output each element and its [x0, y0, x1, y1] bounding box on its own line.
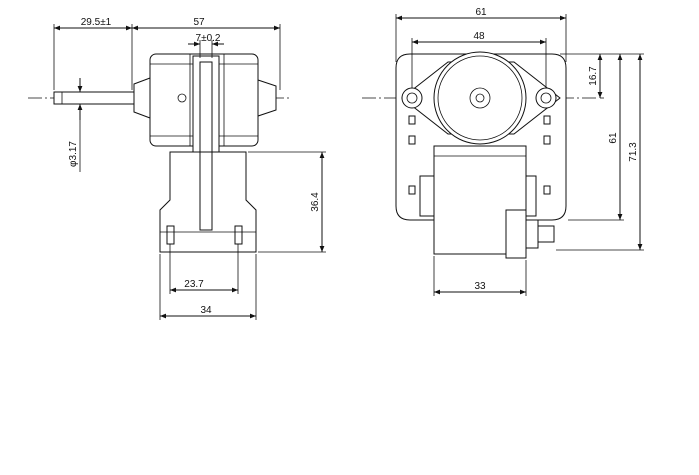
coil-right-lug: [525, 175, 537, 217]
terminal-connector: [505, 209, 527, 259]
frame-slot-5: [543, 135, 551, 145]
dim-frame-width: 61: [475, 7, 487, 18]
dim-overall-height: 71.3: [628, 142, 639, 162]
shaft: [53, 91, 135, 105]
rotor-outer: [433, 51, 527, 145]
dim-shaft-length: 29.5±1: [81, 17, 112, 28]
shaft-end-icon: [475, 93, 485, 103]
bearing-boss-right: [257, 79, 277, 117]
mount-hole-left-inner: [406, 92, 418, 104]
front-view: 61 48 16.7 61 71.3 33: [362, 7, 644, 296]
rotor-hub: [469, 87, 491, 109]
mount-hole-left: [401, 87, 423, 109]
dim-frame-height: 61: [608, 132, 619, 144]
side-view: 29.5±1 57 7±0.2 φ3.17 36.4 23.7 34: [28, 17, 326, 320]
frame-slot-2: [408, 135, 416, 145]
bearing-boss: [133, 77, 151, 119]
dim-base-height: 36.4: [310, 192, 321, 212]
connector-body: [525, 219, 539, 249]
dim-shaft-offset: 16.7: [588, 66, 599, 86]
dim-hole-spacing: 48: [473, 31, 485, 42]
connector-pin: [537, 225, 555, 243]
terminal-left: [166, 225, 175, 245]
rotor-rim: [437, 55, 523, 141]
bracket-lower: [199, 151, 213, 231]
dim-coil-width: 33: [474, 281, 486, 292]
side-hole-icon: [177, 93, 187, 103]
dim-terminal-spacing: 23.7: [184, 279, 204, 290]
frame-slot-4: [543, 115, 551, 125]
frame-slot-3: [408, 185, 416, 195]
mount-hole-right: [535, 87, 557, 109]
frame-slot-1: [408, 115, 416, 125]
dim-bracket-width: 7±0.2: [196, 33, 221, 44]
mount-hole-right-inner: [540, 92, 552, 104]
frame-slot-6: [543, 185, 551, 195]
dim-base-width: 34: [200, 305, 212, 316]
dim-overall-width: 57: [193, 17, 205, 28]
dim-shaft-diameter: φ3.17: [68, 141, 79, 167]
terminal-right: [234, 225, 243, 245]
coil-left-lug: [419, 175, 435, 217]
